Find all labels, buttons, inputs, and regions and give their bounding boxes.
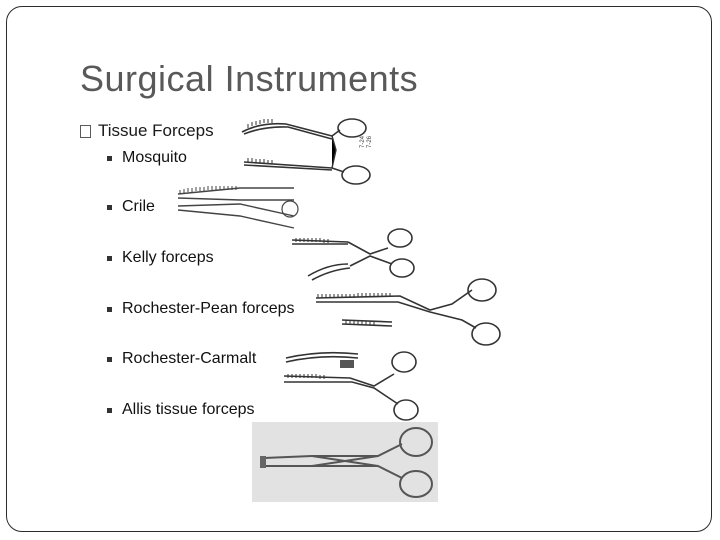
- square-bullet-icon: [107, 306, 112, 312]
- square-bullet-icon: [107, 155, 112, 161]
- list-item-label: Allis tissue forceps: [122, 401, 255, 418]
- rochester-pean-forceps-image: [315, 278, 501, 346]
- list-item-label: Kelly forceps: [122, 249, 214, 266]
- checkbox-bullet-icon: [80, 124, 91, 138]
- crile-forceps-image: [177, 186, 299, 229]
- slide-title: Surgical Instruments: [80, 58, 419, 99]
- list-item-mosquito: Mosquito: [107, 149, 187, 167]
- svg-text:7-26: 7-26: [367, 135, 373, 148]
- bullet-label: Tissue Forceps: [98, 121, 214, 140]
- list-item-allis: Allis tissue forceps: [107, 401, 255, 419]
- bullet-tissue-forceps: Tissue Forceps: [80, 121, 214, 141]
- list-item-label: Rochester-Carmalt: [122, 350, 257, 367]
- list-item-rochester-carmalt: Rochester-Carmalt: [107, 350, 256, 368]
- svg-text:7-24: 7-24: [360, 135, 366, 148]
- list-item-label: Mosquito: [122, 149, 187, 166]
- square-bullet-icon: [107, 407, 112, 413]
- rochester-carmalt-forceps-image: [283, 351, 419, 421]
- list-item-label: Rochester-Pean forceps: [122, 300, 295, 317]
- list-item-crile: Crile: [107, 198, 155, 216]
- square-bullet-icon: [107, 204, 112, 210]
- allis-forceps-image: [252, 422, 438, 502]
- square-bullet-icon: [107, 255, 112, 261]
- list-item-label: Crile: [122, 198, 155, 215]
- list-item-rochester-pean: Rochester-Pean forceps: [107, 300, 295, 318]
- square-bullet-icon: [107, 356, 112, 362]
- list-item-kelly: Kelly forceps: [107, 249, 214, 267]
- kelly-forceps-image: [291, 228, 415, 281]
- mosquito-forceps-image: 7-24 7-26: [241, 118, 373, 185]
